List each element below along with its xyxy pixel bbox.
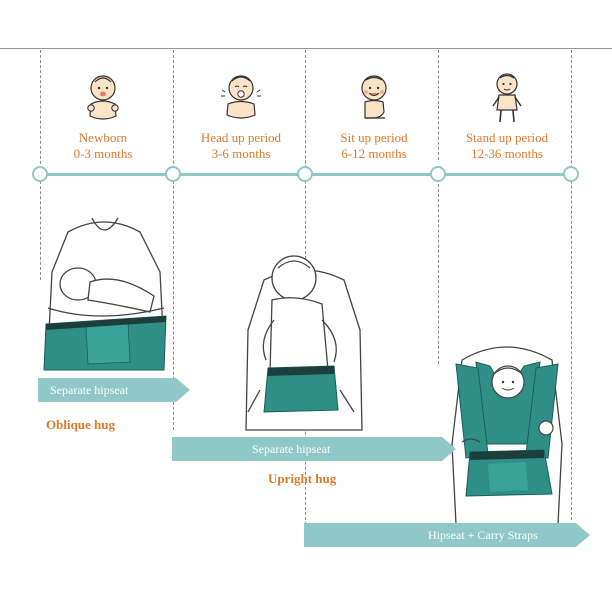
sitting-baby-icon: [361, 75, 387, 119]
stage-range: 12-36 months: [471, 146, 543, 161]
column-guide: [571, 50, 572, 520]
column-guide: [438, 50, 439, 160]
stage-range: 0-3 months: [73, 146, 133, 161]
upright-hug-illustration: [245, 255, 363, 431]
upright-hug-label: Upright hug: [268, 471, 337, 486]
oblique-hug-illustration: [43, 217, 167, 371]
stage-label: Newborn: [78, 130, 128, 145]
hipseat-carry-straps-arrow: Hipseat + Carry Straps: [304, 523, 590, 547]
column-guide: [40, 50, 41, 280]
standing-baby-icon: [492, 73, 522, 123]
timeline-node: [430, 166, 446, 182]
timeline-node: [563, 166, 579, 182]
column-guide: [438, 184, 439, 364]
separate-hipseat-arrow: Separate hipseat: [172, 437, 456, 461]
timeline-node: [32, 166, 48, 182]
stage-label: Stand up period: [465, 130, 549, 145]
carry-straps-illustration: [451, 346, 563, 524]
stage-head-up: Head up period 3-6 months: [175, 72, 307, 162]
stage-newborn: Newborn 0-3 months: [37, 72, 169, 162]
stage-sit-up: Sit up period 6-12 months: [308, 72, 440, 162]
timeline-node: [297, 166, 313, 182]
stage-label: Head up period: [200, 130, 282, 145]
stage-label: Sit up period: [340, 130, 408, 145]
column-guide: [173, 50, 174, 430]
top-divider: [0, 48, 612, 49]
timeline-node: [165, 166, 181, 182]
stage-range: 6-12 months: [341, 146, 407, 161]
separate-hipseat-arrow: Separate hipseat: [38, 378, 190, 402]
oblique-hug-label: Oblique hug: [46, 417, 116, 432]
newborn-baby-icon: [87, 75, 119, 120]
pacifier-baby-icon: [221, 75, 261, 119]
stage-range: 3-6 months: [211, 146, 271, 161]
stage-stand-up: Stand up period 12-36 months: [441, 72, 573, 162]
